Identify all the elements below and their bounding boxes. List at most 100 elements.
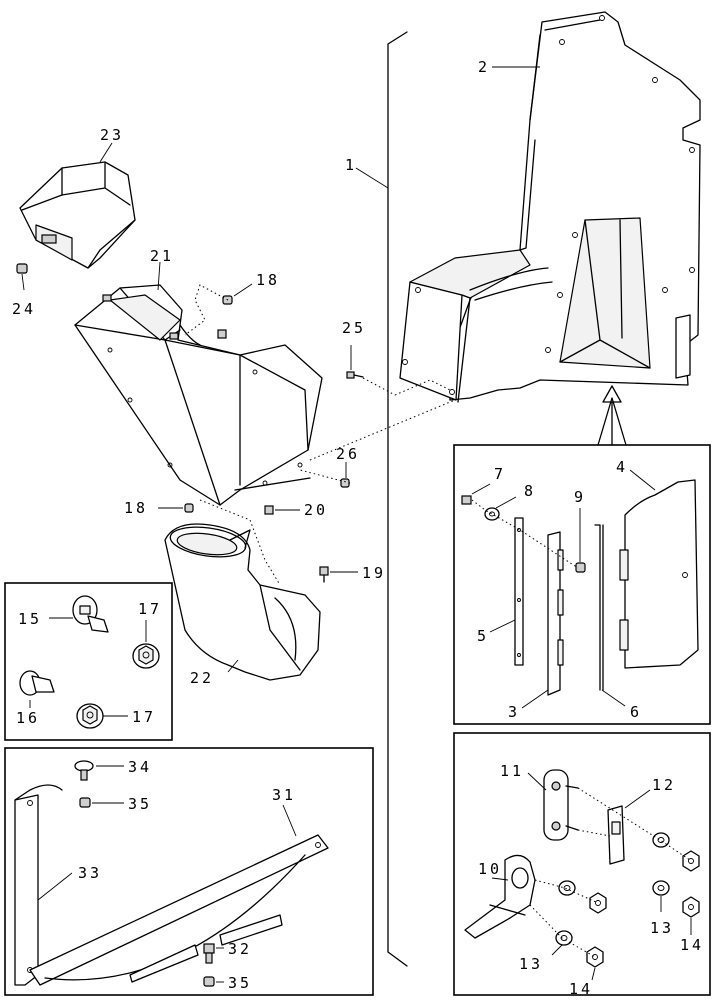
callout-19: 19 bbox=[362, 564, 386, 582]
dotted-path-18 bbox=[184, 284, 229, 336]
nut-14-lower-part bbox=[586, 946, 604, 968]
leader-8 bbox=[495, 496, 517, 509]
callout-4: 4 bbox=[616, 458, 628, 476]
callout-12: 12 bbox=[652, 776, 676, 794]
callout-17-upper: 17 bbox=[138, 600, 162, 618]
callout-3: 3 bbox=[508, 703, 520, 721]
hopper-part bbox=[74, 284, 323, 506]
washer-13-mid-part bbox=[652, 832, 670, 848]
callout-31: 31 bbox=[272, 786, 296, 804]
bolt-19-part bbox=[319, 566, 329, 583]
detail-arrow-head bbox=[602, 385, 622, 403]
leader-7 bbox=[471, 483, 491, 495]
nut-14-right-part bbox=[682, 896, 700, 918]
leader-24 bbox=[21, 273, 25, 291]
leader-4 bbox=[629, 469, 656, 491]
bolt-34-part bbox=[74, 760, 94, 781]
nut-14-upper-part bbox=[682, 850, 700, 872]
plate-11-part bbox=[543, 769, 579, 841]
bolt-20-part bbox=[264, 505, 274, 515]
callout-10: 10 bbox=[478, 860, 502, 878]
hinge-3-part bbox=[547, 531, 564, 696]
nut-14-mid-part bbox=[589, 892, 607, 914]
callout-35-lower: 35 bbox=[228, 974, 252, 992]
assembly-bracket bbox=[387, 31, 408, 967]
washer-13-lower-part bbox=[555, 930, 573, 946]
callout-21: 21 bbox=[150, 247, 174, 265]
door-detail-box bbox=[453, 444, 711, 725]
callout-15: 15 bbox=[18, 610, 42, 628]
spout-cap-part bbox=[19, 161, 136, 269]
callout-26: 26 bbox=[336, 445, 360, 463]
callout-16: 16 bbox=[16, 709, 40, 727]
washer-13-upper-part bbox=[652, 880, 670, 896]
flange-nut-17-upper-part bbox=[132, 643, 160, 669]
callout-5: 5 bbox=[477, 627, 489, 645]
callout-23: 23 bbox=[100, 126, 124, 144]
leader-13-left bbox=[551, 944, 563, 956]
dotted-path-hopper-chute bbox=[309, 399, 456, 461]
latch-detail-box bbox=[453, 732, 711, 996]
deflector-strip-part bbox=[129, 914, 283, 983]
callout-20: 20 bbox=[304, 501, 328, 519]
callout-18-lower: 18 bbox=[124, 499, 148, 517]
strip-5-part bbox=[514, 517, 524, 666]
bar-33-part bbox=[14, 784, 63, 986]
spout-part bbox=[164, 523, 321, 681]
callout-8: 8 bbox=[524, 482, 536, 500]
callout-33: 33 bbox=[78, 864, 102, 882]
dotted-path-latch-lower bbox=[534, 879, 599, 904]
carriage-bolt-16-part bbox=[19, 670, 55, 696]
callout-2: 2 bbox=[478, 58, 490, 76]
dotted-path-25 bbox=[362, 377, 396, 396]
leader-6 bbox=[601, 689, 626, 707]
callout-25: 25 bbox=[342, 319, 366, 337]
leader-14-lower bbox=[591, 967, 596, 981]
pin-6-part bbox=[594, 524, 604, 691]
washer-8-part bbox=[484, 507, 500, 521]
callout-34: 34 bbox=[128, 758, 152, 776]
callout-14-lower: 14 bbox=[569, 980, 593, 998]
nut-35-lower-part bbox=[203, 976, 215, 987]
callout-22: 22 bbox=[190, 669, 214, 687]
callout-32: 32 bbox=[228, 940, 252, 958]
leader-31 bbox=[282, 804, 297, 837]
washer-13-left-part bbox=[558, 880, 576, 896]
leader-18-upper bbox=[233, 283, 253, 297]
callout-6: 6 bbox=[630, 703, 642, 721]
leader-11 bbox=[527, 772, 547, 791]
leader-23 bbox=[99, 142, 113, 163]
callout-11: 11 bbox=[500, 762, 524, 780]
leader-1 bbox=[355, 167, 389, 189]
leader-22 bbox=[227, 659, 239, 673]
callout-17-lower: 17 bbox=[132, 708, 156, 726]
dotted-path-latch-upper bbox=[577, 787, 691, 861]
leader-5 bbox=[489, 619, 516, 633]
callout-18-upper: 18 bbox=[256, 271, 280, 289]
chute-housing-part bbox=[399, 11, 701, 403]
nut-35-upper-part bbox=[79, 797, 91, 808]
callout-35-upper: 35 bbox=[128, 795, 152, 813]
fastener-detail-box bbox=[4, 582, 173, 741]
callout-13-right: 13 bbox=[650, 919, 674, 937]
nut-24-part bbox=[16, 263, 28, 274]
dotted-path-latch-bottom bbox=[529, 904, 596, 958]
callout-9: 9 bbox=[574, 488, 586, 506]
callout-24: 24 bbox=[12, 300, 36, 318]
nut-26-part bbox=[340, 478, 350, 488]
striker-12-part bbox=[607, 805, 625, 865]
leader-21 bbox=[157, 261, 161, 291]
carriage-bolt-15-part bbox=[72, 595, 109, 633]
nut-18-lower-part bbox=[184, 503, 194, 513]
callout-7: 7 bbox=[494, 465, 506, 483]
leader-3 bbox=[521, 689, 549, 709]
callout-13-left: 13 bbox=[519, 955, 543, 973]
callout-1: 1 bbox=[345, 156, 357, 174]
nut-9-part bbox=[575, 562, 586, 573]
dotted-path-door bbox=[471, 499, 579, 569]
leader-12 bbox=[624, 789, 651, 809]
dotted-path-latch-mid bbox=[577, 829, 611, 837]
deflector-detail-box bbox=[4, 747, 374, 996]
door-4-part bbox=[619, 479, 699, 669]
